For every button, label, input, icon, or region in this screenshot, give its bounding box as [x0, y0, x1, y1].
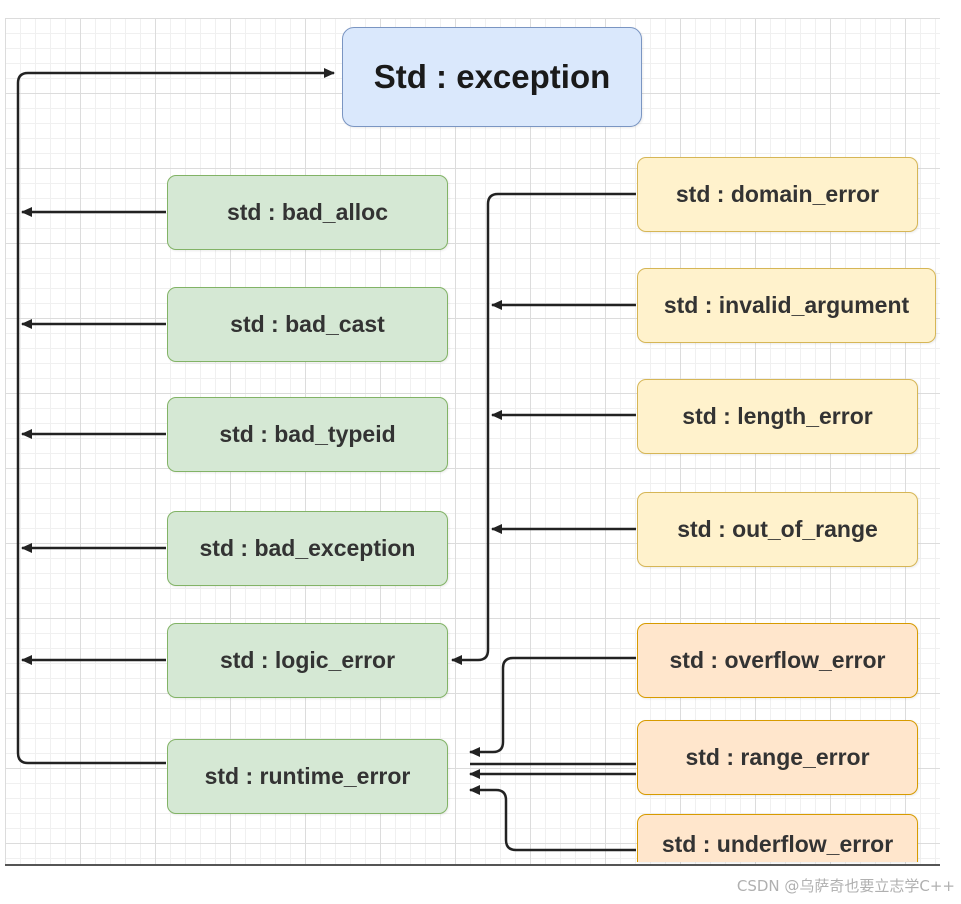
- edge-overflow-error: [469, 656, 636, 757]
- edge-bus-to-exception: [16, 68, 335, 765]
- edge-underflow-error: [469, 785, 636, 852]
- node-bad-typeid: std : bad_typeid: [167, 397, 448, 472]
- node-bad-cast: std : bad_cast: [167, 287, 448, 362]
- node-domain-error: std : domain_error: [637, 157, 918, 232]
- node-underflow-error: std : underflow_error: [637, 814, 918, 862]
- node-logic-error: std : logic_error: [167, 623, 448, 698]
- node-bad-exception: std : bad_exception: [167, 511, 448, 586]
- node-overflow-error: std : overflow_error: [637, 623, 918, 698]
- node-range-error: std : range_error: [637, 720, 918, 795]
- node-bad-alloc: std : bad_alloc: [167, 175, 448, 250]
- node-std-exception: Std : exception: [342, 27, 642, 127]
- baseline-divider: [5, 864, 940, 866]
- node-runtime-error: std : runtime_error: [167, 739, 448, 814]
- node-length-error: std : length_error: [637, 379, 918, 454]
- node-out-of-range: std : out_of_range: [637, 492, 918, 567]
- edge-domain-error: [451, 192, 636, 665]
- node-invalid-argument: std : invalid_argument: [637, 268, 936, 343]
- watermark: CSDN @乌萨奇也要立志学C++: [736, 877, 955, 895]
